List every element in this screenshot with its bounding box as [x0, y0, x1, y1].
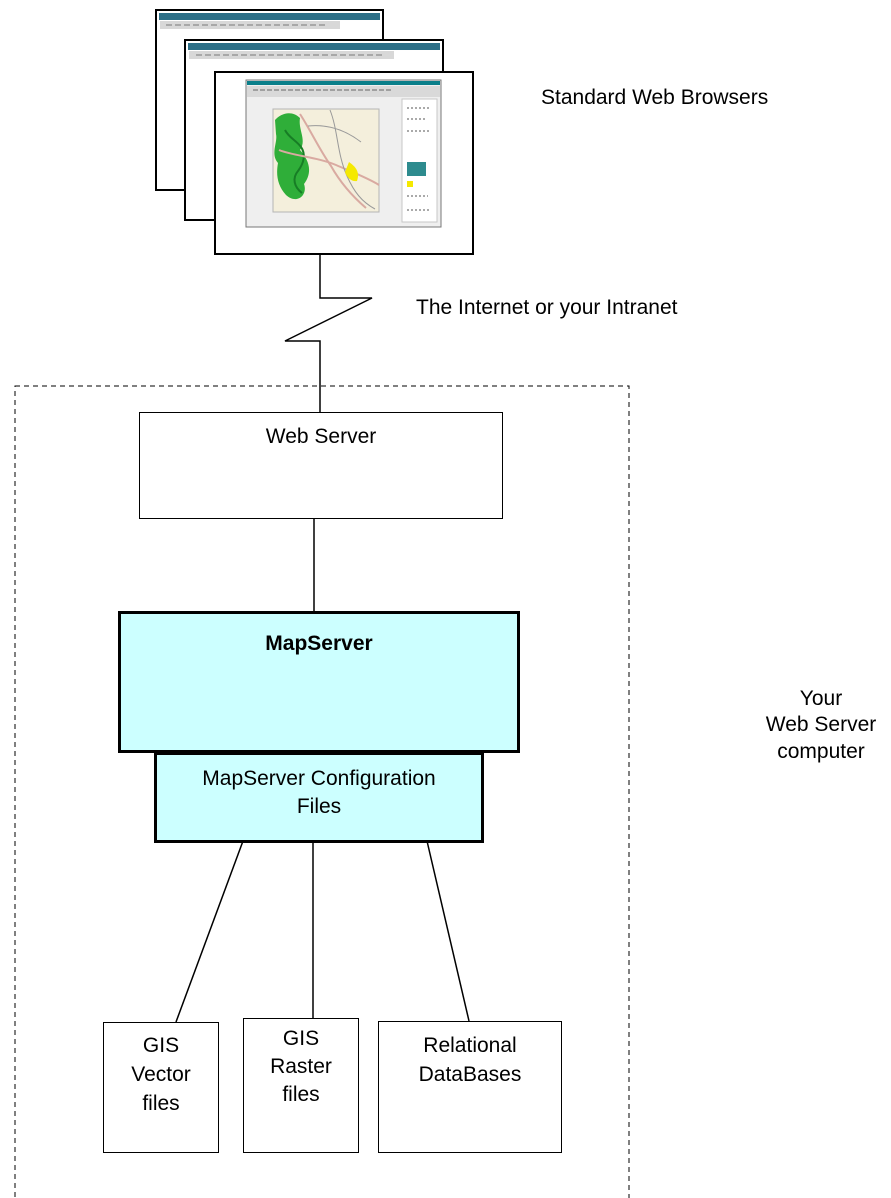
web-server-computer-boundary — [14, 385, 630, 1198]
gis-raster-files-box[interactable]: GIS Raster files — [243, 1018, 359, 1153]
internet-intranet-label: The Internet or your Intranet — [416, 296, 678, 319]
internet-connection-line — [284, 254, 373, 413]
browser-back-chrome — [159, 13, 380, 29]
config-to-vector-line — [175, 840, 244, 1023]
gis-vector-files-label: GIS Vector files — [131, 1034, 191, 1115]
web-server-computer-label: Your Web Server computer — [765, 687, 877, 763]
relational-databases-box[interactable]: Relational DataBases — [378, 1021, 562, 1153]
mapserver-configuration-files-label: MapServer Configuration Files — [202, 767, 436, 818]
web-server-label: Web Server — [265, 425, 377, 448]
relational-databases-label: Relational DataBases — [418, 1034, 522, 1086]
mapserver-configuration-files-box[interactable]: MapServer Configuration Files — [154, 752, 484, 843]
browser-middle-chrome — [188, 43, 440, 59]
gis-vector-files-box[interactable]: GIS Vector files — [103, 1022, 219, 1153]
mapserver-box[interactable]: MapServer — [118, 611, 520, 753]
standard-web-browsers-label: Standard Web Browsers — [541, 86, 769, 109]
mapserver-label: MapServer — [265, 632, 373, 655]
config-to-database-line — [426, 840, 470, 1022]
map-thumbnail-icon — [245, 79, 442, 228]
gis-raster-files-label: GIS Raster files — [270, 1027, 332, 1106]
web-server-box[interactable]: Web Server — [139, 412, 503, 519]
